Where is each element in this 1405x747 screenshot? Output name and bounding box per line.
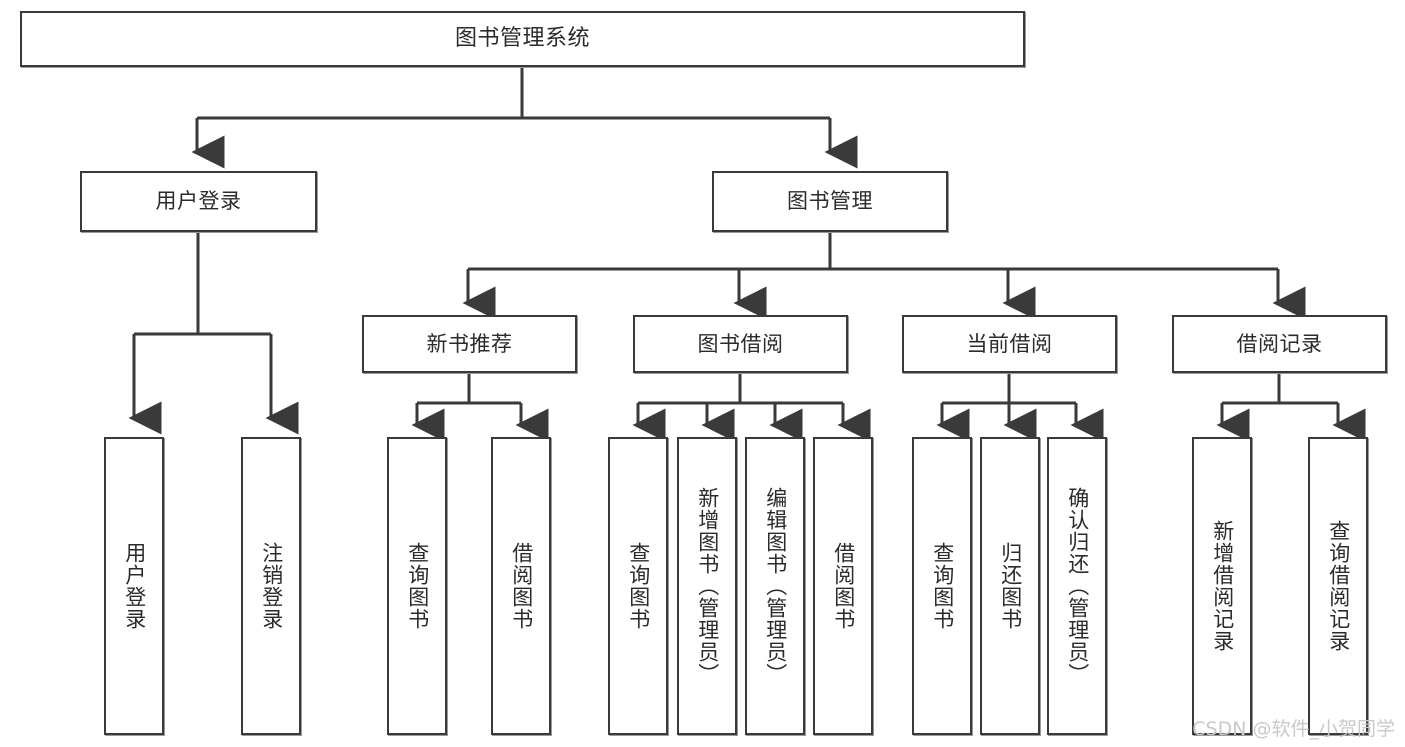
leaf-return-book[interactable]: 归还图书 [980, 437, 1040, 735]
node-user-login[interactable]: 用户登录 [80, 171, 317, 232]
node-label: 注销登录 [259, 542, 284, 630]
node-label: 查询借阅记录 [1326, 520, 1351, 652]
node-new-book-recommend[interactable]: 新书推荐 [362, 315, 577, 373]
leaf-edit-book-admin[interactable]: 编辑图书（管理员） [745, 437, 805, 735]
node-label: 图书管理系统 [454, 26, 590, 52]
leaf-add-book-admin[interactable]: 新增图书（管理员） [677, 437, 737, 735]
node-label: 新增借阅记录 [1210, 520, 1235, 652]
node-label: 新书推荐 [426, 331, 513, 356]
node-label: 借阅图书 [831, 542, 856, 630]
leaf-query-book-newbook[interactable]: 查询图书 [387, 437, 447, 735]
node-label: 用户登录 [122, 542, 147, 630]
leaf-borrow-book-newbook[interactable]: 借阅图书 [491, 437, 551, 735]
csdn-watermark: CSDN @软件_小贺同学 [1192, 718, 1395, 740]
node-label: 借阅记录 [1236, 331, 1323, 356]
node-label: 当前借阅 [966, 331, 1053, 356]
node-label: 编辑图书（管理员） [763, 487, 788, 685]
node-label: 图书管理 [787, 189, 873, 214]
node-label: 查询图书 [626, 542, 651, 630]
node-label: 用户登录 [155, 189, 242, 214]
leaf-borrow-book[interactable]: 借阅图书 [813, 437, 873, 735]
node-book-management[interactable]: 图书管理 [712, 171, 948, 232]
node-label: 查询图书 [930, 542, 955, 630]
node-root-system[interactable]: 图书管理系统 [20, 11, 1025, 67]
leaf-confirm-return-admin[interactable]: 确认归还（管理员） [1047, 437, 1107, 735]
node-borrow-record[interactable]: 借阅记录 [1172, 315, 1387, 373]
leaf-user-login[interactable]: 用户登录 [104, 437, 164, 735]
leaf-logout[interactable]: 注销登录 [241, 437, 301, 735]
leaf-query-book-current[interactable]: 查询图书 [912, 437, 972, 735]
node-label: 归还图书 [998, 542, 1023, 630]
node-label: 图书借阅 [697, 331, 784, 356]
node-label: 查询图书 [405, 542, 430, 630]
leaf-add-borrow-record[interactable]: 新增借阅记录 [1192, 437, 1252, 735]
node-current-borrow[interactable]: 当前借阅 [902, 315, 1117, 373]
leaf-query-book-borrow[interactable]: 查询图书 [608, 437, 668, 735]
node-book-borrow[interactable]: 图书借阅 [633, 315, 848, 373]
node-label: 新增图书（管理员） [695, 487, 720, 685]
node-label: 借阅图书 [509, 542, 534, 630]
node-label: 确认归还（管理员） [1065, 487, 1090, 685]
leaf-query-borrow-record[interactable]: 查询借阅记录 [1308, 437, 1368, 735]
